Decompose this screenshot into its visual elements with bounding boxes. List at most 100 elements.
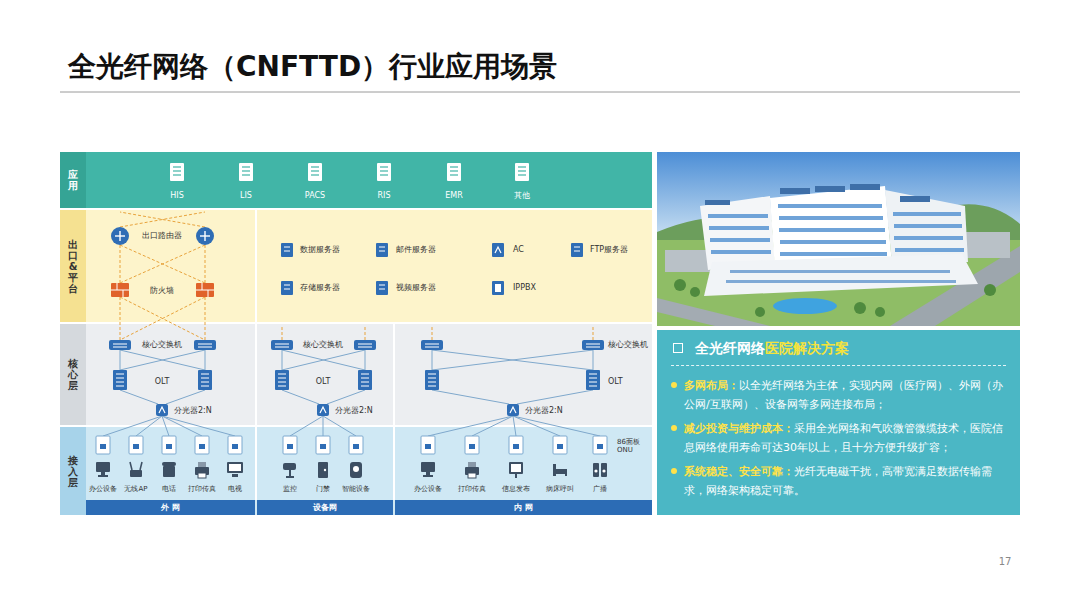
panel-label: 86面板 ONU [617, 438, 648, 454]
olt-icon-line [116, 386, 124, 387]
server-icon-line [379, 289, 385, 290]
onu-panel [465, 436, 479, 454]
layer-grounds [60, 152, 652, 515]
device-label: AC [513, 245, 524, 255]
olt-icon-line [201, 382, 209, 383]
system-name: LIS [240, 191, 252, 201]
system-name: EMR [445, 191, 463, 201]
wire [120, 297, 121, 340]
olt-icon-line [361, 378, 369, 379]
switch-icon-line [198, 344, 212, 345]
switch-icon-line [358, 347, 372, 348]
system-icon [308, 163, 322, 181]
terminal-label: 广播 [593, 485, 607, 493]
device-label: FTP服务器 [590, 245, 628, 255]
onu-port [557, 444, 563, 449]
switch-icon [271, 340, 293, 350]
wire [282, 390, 319, 404]
panel-header: 全光纤网络医院解决方案 [671, 340, 1006, 366]
switch-icon [194, 340, 216, 350]
terminal-icon [162, 462, 176, 466]
terminal-icon [426, 472, 430, 475]
system-icon-line [450, 166, 458, 167]
bullet-dot [671, 425, 677, 431]
ac-icon-line [495, 247, 501, 253]
fiber-wire [162, 416, 235, 436]
switch-icon-line [275, 344, 289, 345]
system-icon-line [311, 170, 319, 171]
server-icon [571, 243, 583, 257]
terminal-icon [318, 462, 328, 478]
system-icon [239, 163, 253, 181]
system-icon-line [450, 170, 458, 171]
onu-port [133, 444, 139, 449]
system-icon-line [518, 166, 526, 167]
bullet-dot [671, 382, 677, 388]
terminal-icon [227, 462, 243, 473]
olt-icon [275, 370, 289, 390]
splitter-icon [156, 404, 168, 416]
fiber-wire [513, 416, 560, 436]
server-icon [281, 243, 293, 257]
wire [432, 350, 593, 370]
wire [120, 297, 205, 340]
switch-icon-line [198, 347, 212, 348]
firewall-line [196, 290, 214, 291]
switch-icon-line [113, 344, 127, 345]
device-label: 核心交换机 [142, 340, 182, 350]
terminal-icon [198, 462, 206, 467]
wire [120, 212, 205, 227]
terminal-icon [289, 470, 291, 477]
wire [593, 326, 594, 340]
terminal-icon [130, 462, 132, 470]
onu-port [513, 444, 519, 449]
system-icon-line [242, 170, 250, 171]
wire [282, 350, 283, 370]
network-name: 设备网 [313, 504, 337, 512]
bullet-dot [671, 468, 677, 474]
firewall-line [111, 290, 129, 291]
system-name: 其他 [514, 191, 530, 201]
layer-label-column: 接入层 [60, 427, 86, 515]
wire [120, 350, 205, 370]
olt-icon-line [428, 374, 436, 375]
system-icon-line [242, 174, 250, 175]
layer-band: 出口&平台 [60, 210, 652, 322]
wire [205, 350, 206, 370]
system-icon-line [173, 166, 181, 167]
system-icon [170, 163, 184, 181]
switch-icon [582, 340, 604, 350]
solution-panel: 全光纤网络医院解决方案多网布局：以全光纤网络为主体，实现内网（医疗网）、外网（办… [657, 330, 1020, 515]
onu-port [425, 444, 431, 449]
system-icon-line [242, 166, 250, 167]
terminal-icon [96, 462, 110, 472]
system-icon [515, 163, 529, 181]
fiber-wire [513, 416, 516, 436]
system-name: PACS [305, 191, 325, 201]
terminal-icon [232, 474, 238, 477]
device-label: IPPBX [513, 283, 536, 293]
server-icon [376, 243, 388, 257]
wire [282, 350, 365, 370]
layer-band: 应用 [60, 152, 652, 208]
wire [593, 350, 594, 370]
onu-panel [228, 436, 242, 454]
wire [517, 390, 593, 404]
device-label: 核心交换机 [608, 340, 648, 350]
layer-band: 接入层外 网设备网内 网 [60, 427, 652, 515]
server-icon-line [379, 251, 385, 252]
terminal-label: 打印传真 [458, 485, 486, 493]
terminal-icon [353, 466, 359, 472]
onu-panel [421, 436, 435, 454]
olt-icon-line [428, 378, 436, 379]
server-icon [281, 281, 293, 295]
wire [120, 245, 121, 283]
panel-heading: 医院解决方案 [765, 340, 849, 357]
server-icon-line [379, 285, 385, 286]
device-label: 核心交换机 [303, 340, 343, 350]
olt-icon-line [428, 382, 436, 383]
ac-icon [492, 243, 504, 257]
device-label: 分光器2:N [525, 406, 563, 416]
switch-icon-line [425, 347, 439, 348]
onu-port [320, 444, 326, 449]
